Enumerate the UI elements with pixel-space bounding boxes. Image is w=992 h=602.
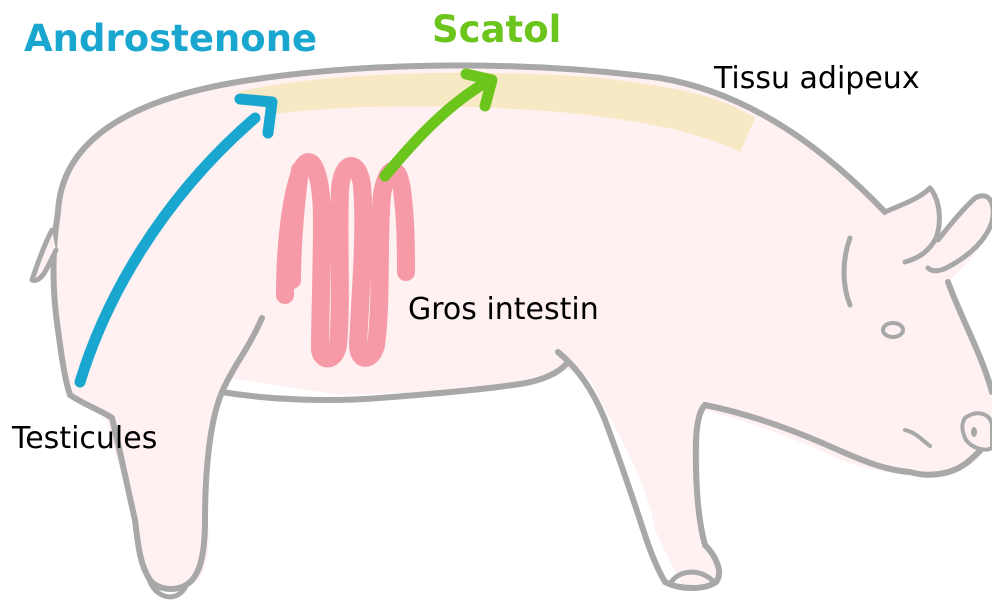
tissu-adipeux-label: Tissu adipeux	[714, 64, 920, 94]
pig-nostril	[971, 427, 977, 437]
testicules-label: Testicules	[12, 424, 157, 454]
androstenone-label: Androstenone	[24, 20, 317, 57]
gros-intestin-label: Gros intestin	[408, 295, 599, 325]
pig-icon	[32, 65, 992, 596]
scatol-label: Scatol	[432, 11, 561, 48]
pig-body	[52, 65, 992, 590]
pig-eye	[883, 323, 903, 337]
